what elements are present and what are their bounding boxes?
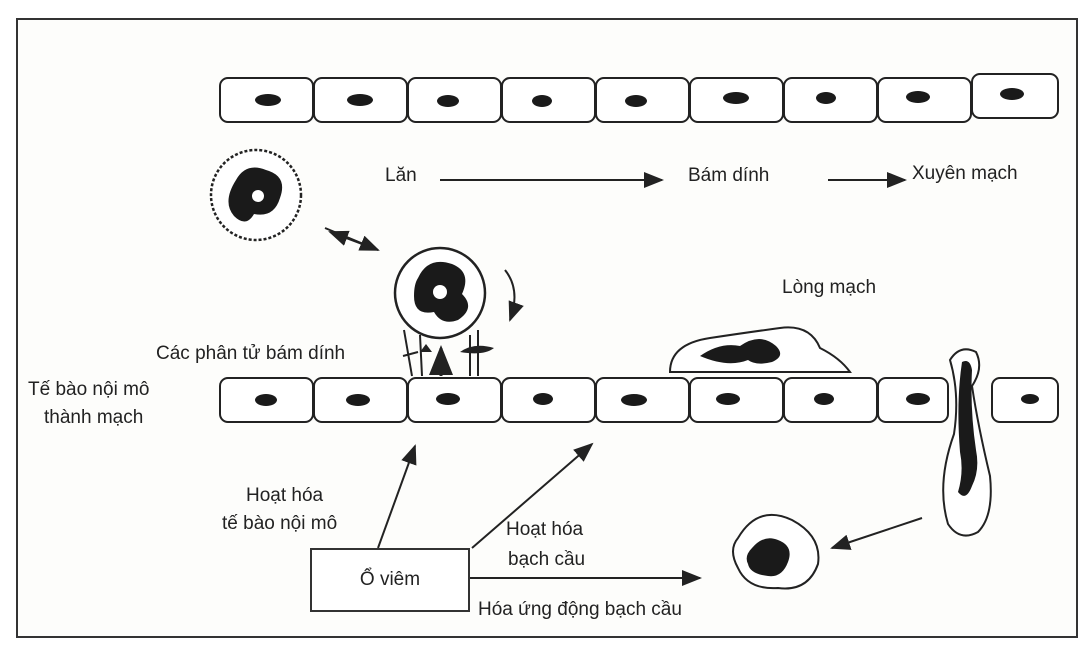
rotation-arrow xyxy=(504,269,524,322)
arrow-activate-leukocyte xyxy=(471,442,594,549)
arrow-into-tissue xyxy=(830,517,923,550)
leukocyte-transmigrating xyxy=(942,348,992,537)
leukocyte-adherent xyxy=(668,326,852,373)
label-activate-endo-1: Hoạt hóa xyxy=(246,485,324,506)
arrow-back-to-free xyxy=(328,230,379,251)
label-adhesion-molecules: Các phân tử bám dính xyxy=(156,343,346,364)
label-roll: Lăn xyxy=(385,165,417,186)
label-adhere: Bám dính xyxy=(688,165,770,186)
label-focus: Ổ viêm xyxy=(359,569,421,590)
label-endothelium-1: Tế bào nội mô xyxy=(28,379,150,400)
label-endothelium-2: thành mạch xyxy=(44,407,144,428)
leukocyte-in-tissue xyxy=(732,513,820,590)
label-activate-wbc-1: Hoạt hóa xyxy=(506,519,584,540)
label-chemotaxis: Hóa ứng động bạch cầu xyxy=(478,599,682,620)
label-transmigrate: Xuyên mạch xyxy=(912,163,1018,184)
bottom-nuclei xyxy=(255,393,1039,406)
label-lumen: Lòng mạch xyxy=(782,277,877,298)
leukocyte-free xyxy=(209,148,303,242)
inflammation-focus-box: Ổ viêm xyxy=(310,548,470,612)
label-activate-wbc-2: bạch cầu xyxy=(508,549,586,570)
arrow-activate-endothelium xyxy=(377,444,417,549)
label-activate-endo-2: tế bào nội mô xyxy=(222,513,338,534)
top-nuclei xyxy=(255,88,1024,107)
leukocyte-rolling xyxy=(393,246,494,377)
adhesion-pointer xyxy=(402,351,419,357)
